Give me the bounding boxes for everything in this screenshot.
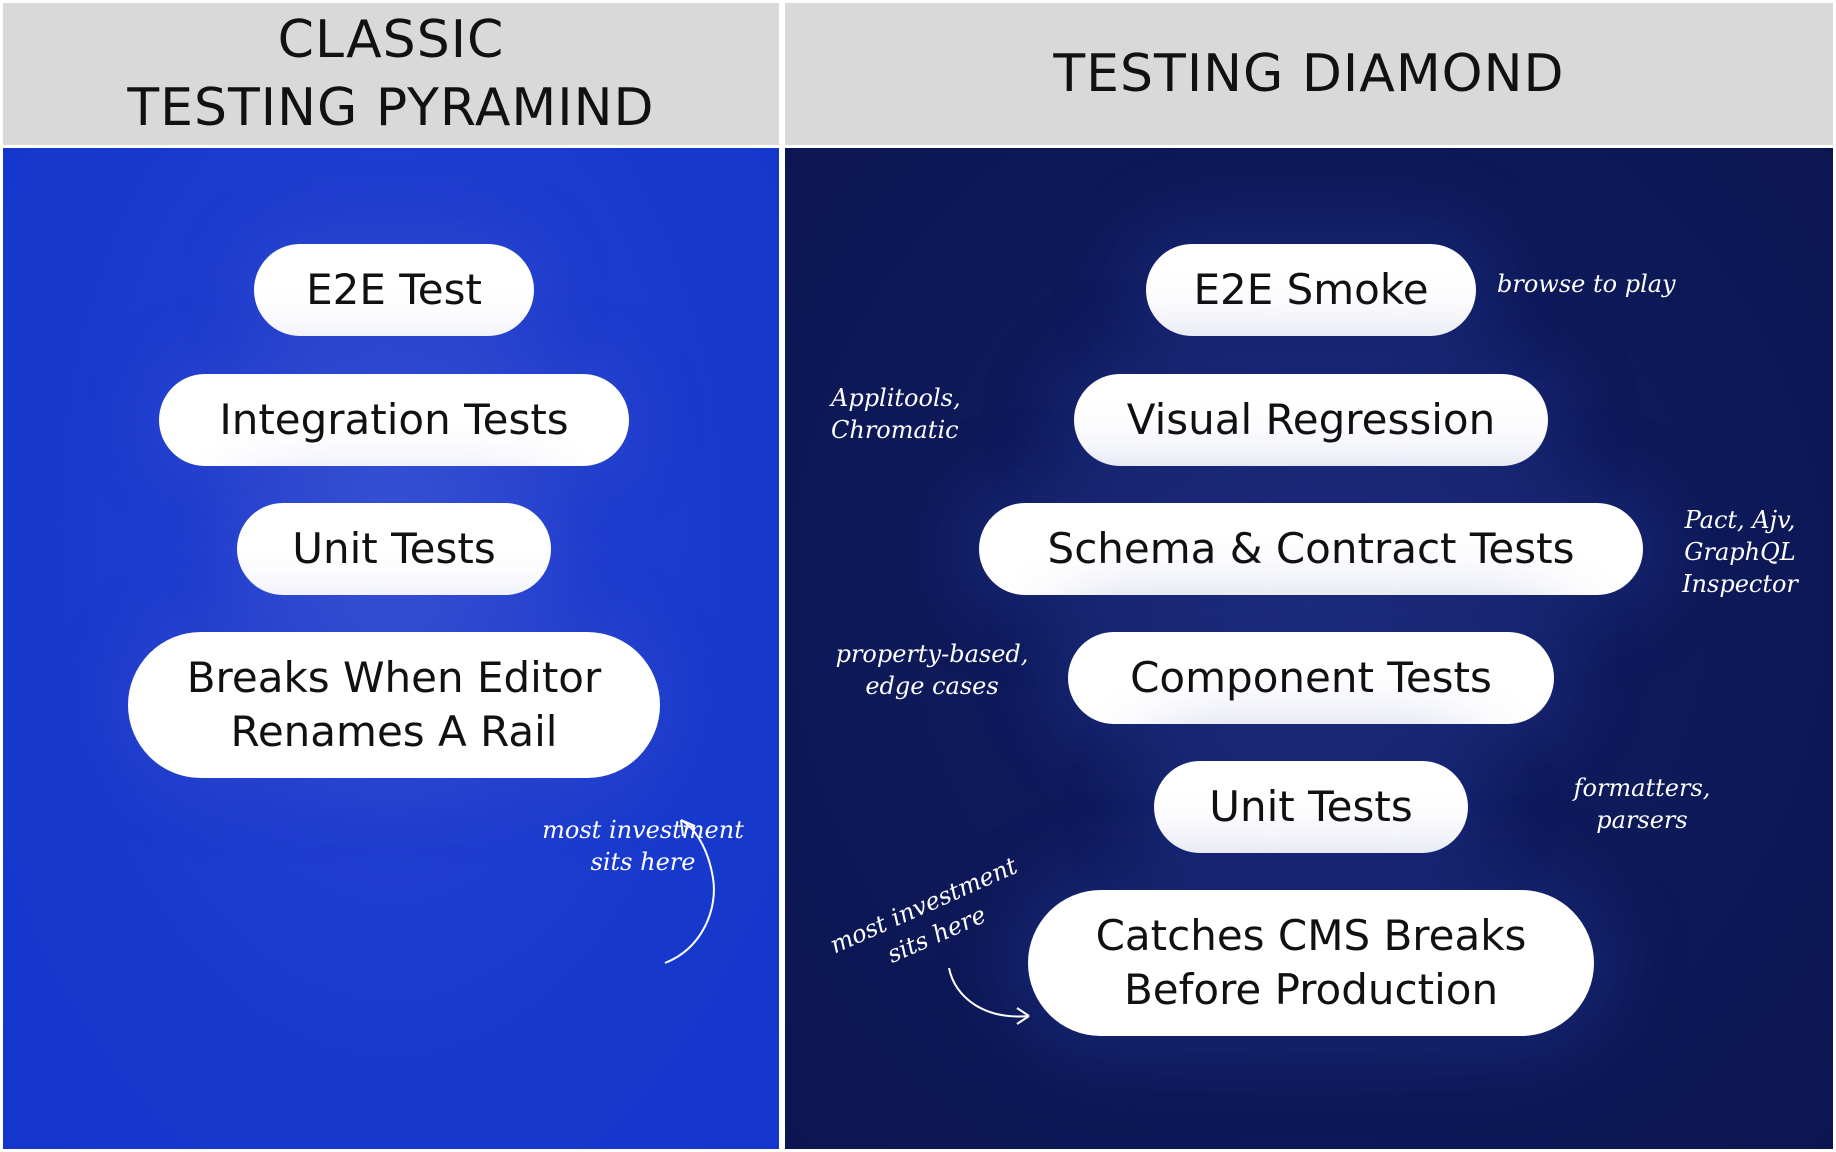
annotation-left: most investment sits here (539, 814, 747, 878)
classic-pyramid-panel: CLASSIC TESTING PYRAMIND E2E Test Integr… (0, 0, 782, 1152)
note-component-line1: property-based, (835, 640, 1029, 668)
pill-integration-tests-label: Integration Tests (219, 395, 569, 444)
classic-pyramid-body: E2E Test Integration Tests Unit Tests Br… (0, 148, 782, 1152)
note-schema-tools: Pact, Ajv, GraphQL Inspector (1665, 504, 1815, 600)
annotation-left-line1: most investment (542, 816, 744, 844)
note-component: property-based, edge cases (827, 638, 1037, 702)
pill-catches-line2: Before Production (1123, 965, 1499, 1014)
classic-title-line1: CLASSIC (277, 10, 505, 70)
pill-e2e-test: E2E Test (254, 244, 534, 336)
note-schema-line1: Pact, Ajv, (1684, 506, 1796, 534)
pill-unit-tests-diamond-label: Unit Tests (1209, 782, 1413, 831)
pill-visual-regression: Visual Regression (1074, 374, 1548, 466)
note-unit: formatters, parsers (1547, 772, 1737, 836)
pill-component-tests: Component Tests (1068, 632, 1554, 724)
pill-unit-tests-classic: Unit Tests (237, 503, 551, 595)
testing-diamond-panel: TESTING DIAMOND E2E Smoke Visual Regress… (782, 0, 1836, 1152)
pill-visual-regression-label: Visual Regression (1126, 395, 1496, 444)
annotation-left-line2: sits here (590, 848, 696, 876)
pill-unit-tests-classic-label: Unit Tests (292, 524, 496, 573)
note-browse-to-play: browse to play (1497, 268, 1676, 300)
note-schema-line3: Inspector (1682, 570, 1798, 598)
classic-title-line2: TESTING PYRAMIND (127, 78, 655, 138)
annotation-arrow-left (664, 819, 715, 964)
pill-schema-contract: Schema & Contract Tests (979, 503, 1643, 595)
testing-diamond-body: E2E Smoke Visual Regression Schema & Con… (782, 148, 1836, 1152)
pill-catches-line1: Catches CMS Breaks (1095, 911, 1527, 960)
pill-unit-tests-diamond: Unit Tests (1154, 761, 1468, 853)
note-unit-line1: formatters, (1573, 774, 1711, 802)
pill-breaks-line1: Breaks When Editor (186, 653, 602, 702)
pill-catches-cms-breaks: Catches CMS Breaks Before Production (1028, 890, 1594, 1036)
pill-breaks-line2: Renames A Rail (230, 707, 558, 756)
note-visual-line1: Applitools, (831, 384, 961, 412)
classic-pyramid-header: CLASSIC TESTING PYRAMIND (0, 0, 782, 148)
pill-integration-tests: Integration Tests (159, 374, 629, 466)
pill-component-tests-label: Component Tests (1130, 653, 1492, 702)
note-visual-line2: Chromatic (831, 416, 959, 444)
note-unit-line2: parsers (1596, 806, 1688, 834)
pill-e2e-smoke: E2E Smoke (1146, 244, 1476, 336)
testing-diamond-header: TESTING DIAMOND (782, 0, 1836, 148)
annotation-arrow-right (948, 967, 1030, 1025)
note-browse-to-play-text: browse to play (1497, 270, 1676, 298)
note-component-line2: edge cases (865, 672, 999, 700)
note-visual-tools: Applitools, Chromatic (831, 382, 961, 446)
pill-breaks-when-editor: Breaks When Editor Renames A Rail (128, 632, 660, 778)
pill-e2e-test-label: E2E Test (306, 265, 482, 314)
pill-e2e-smoke-label: E2E Smoke (1193, 265, 1429, 314)
pill-schema-contract-label: Schema & Contract Tests (1047, 524, 1575, 573)
note-schema-line2: GraphQL (1684, 538, 1796, 566)
diamond-title: TESTING DIAMOND (1053, 44, 1565, 104)
